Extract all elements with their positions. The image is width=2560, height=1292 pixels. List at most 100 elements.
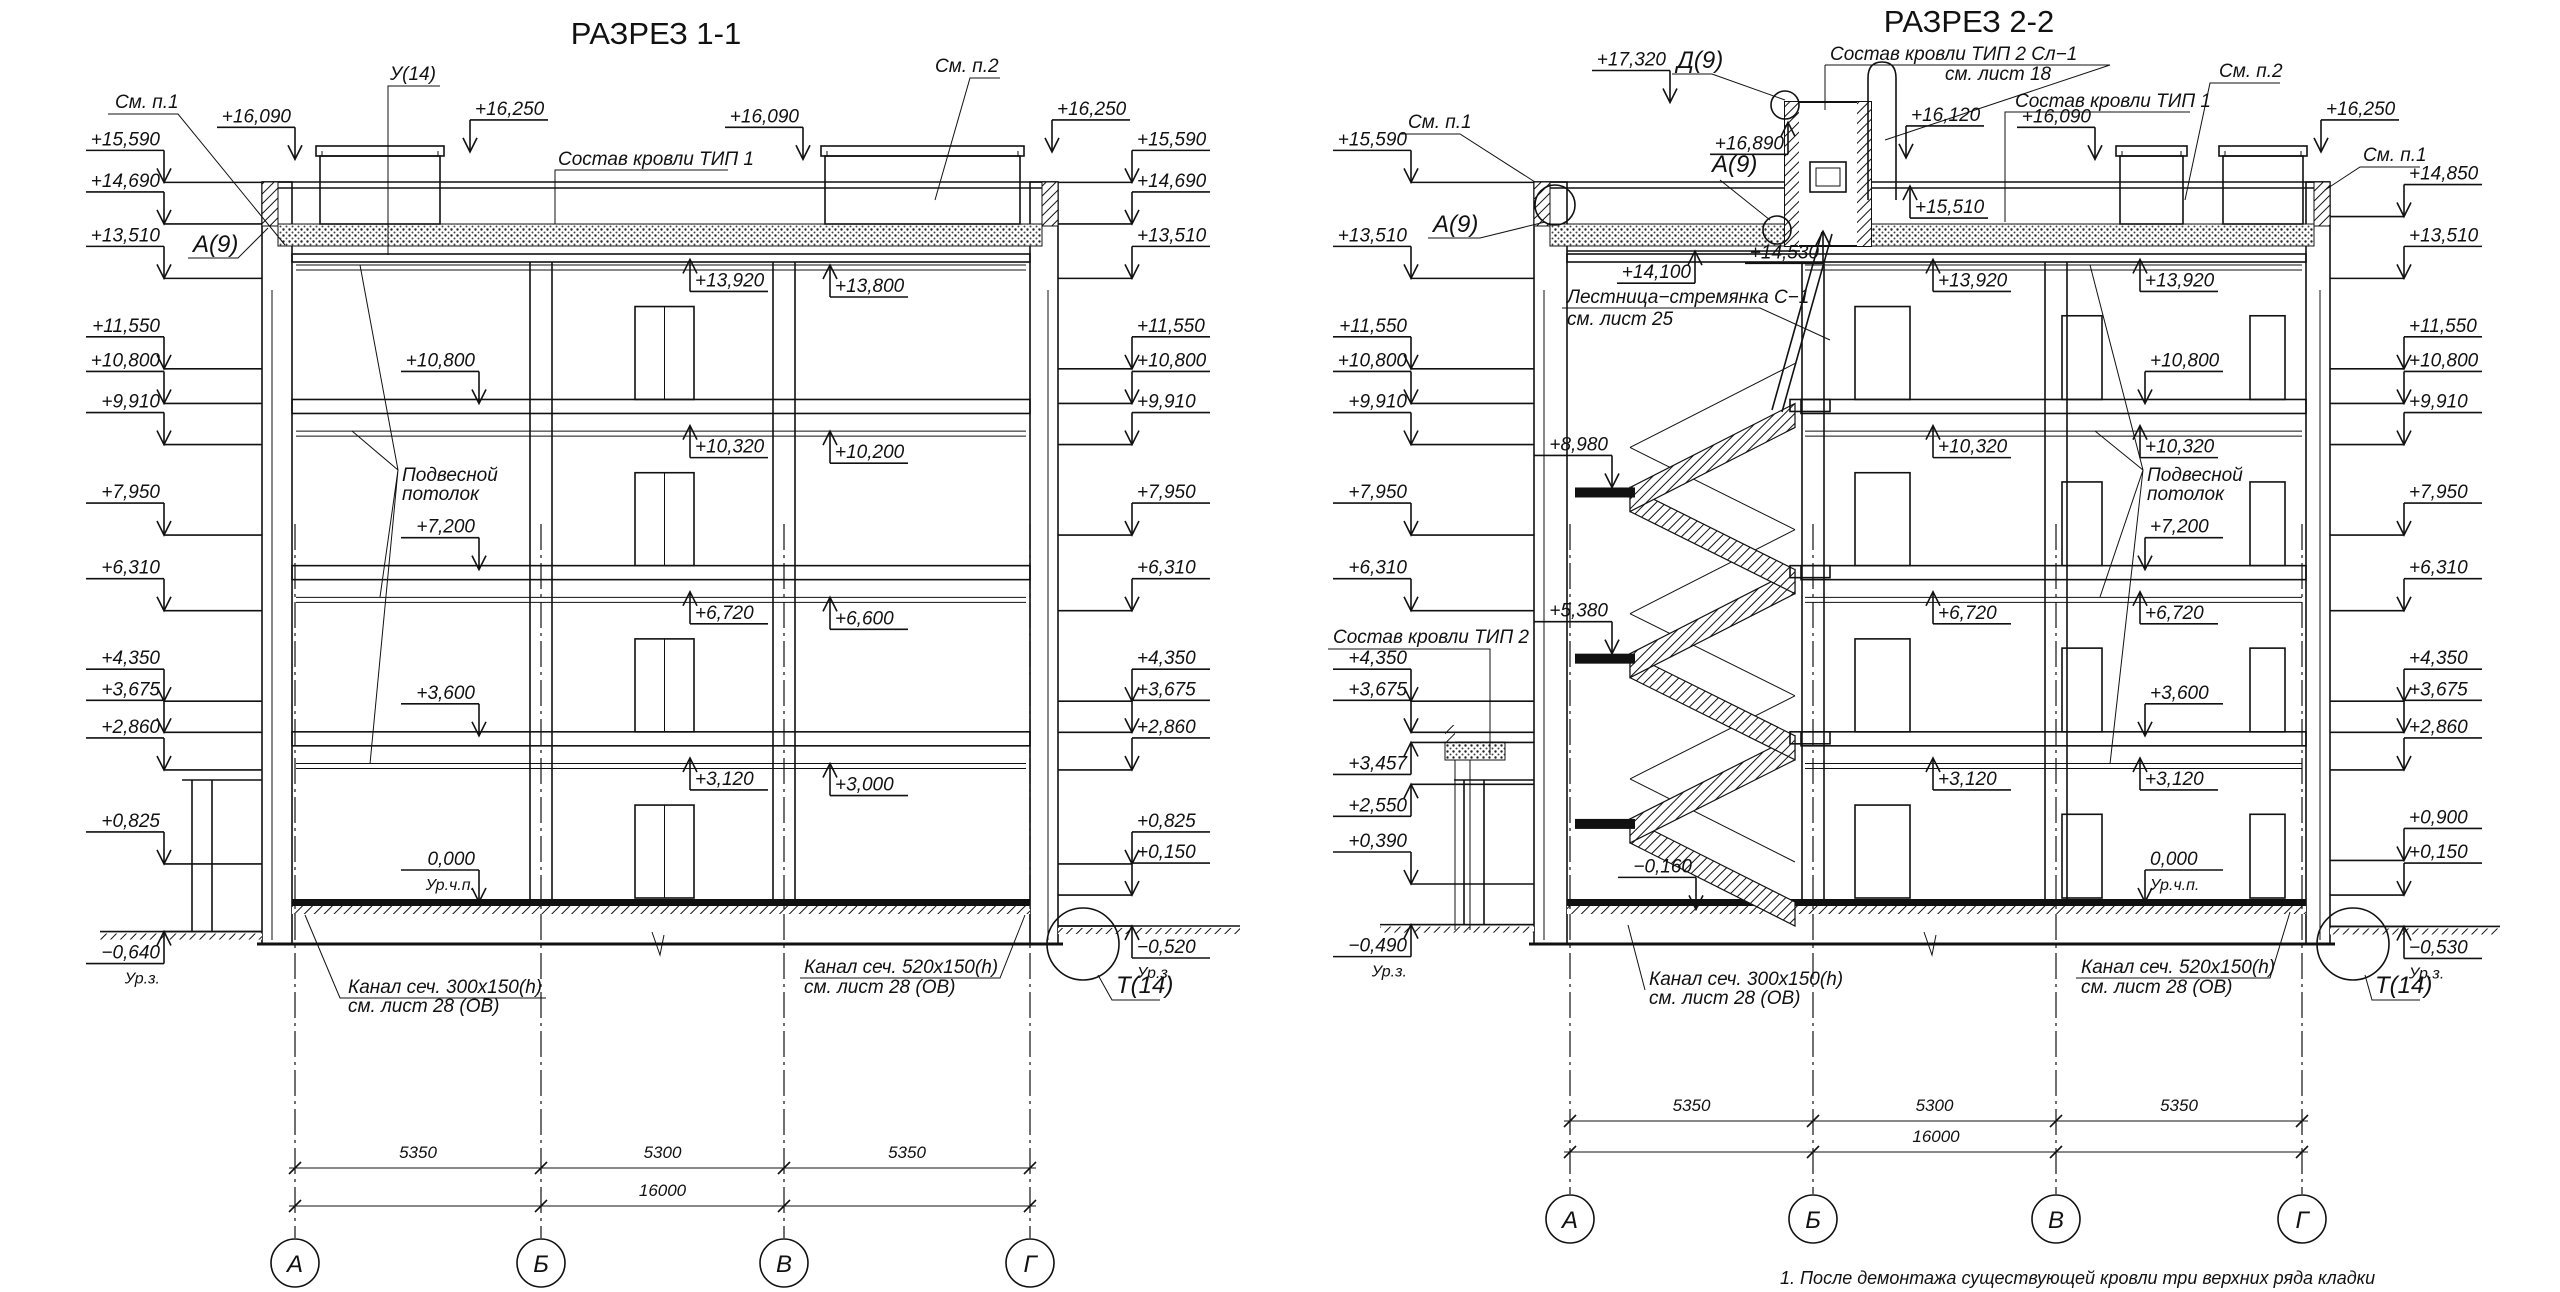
elevation-mark: +9,910 [2330,392,2482,447]
elevation-label: +15,590 [1338,129,1408,150]
elevation-label: +7,950 [101,482,160,503]
vent-cap-line [321,151,439,156]
suspended-ceiling [296,763,1026,770]
elevation-mark: +13,510 [1058,225,1210,281]
elevation-mark: −0,160 [1618,856,1704,912]
floor-slab [1800,398,2307,415]
note-channel2-line1: Канал сеч. 520х150(h) [804,957,998,978]
section-2-title: РАЗРЕЗ 2-2 [1884,4,2054,39]
floor-slab [1800,731,2307,747]
floor-slab [1800,564,2307,581]
note-a9: А(9) [191,231,238,258]
arrow-down-icon [1403,168,1419,185]
elevation-label: +6,310 [1137,558,1196,579]
elevation-mark: +6,310 [1333,558,1534,613]
elevation-mark: +15,590 [86,129,262,185]
note-channel2-line1: Канал сеч. 520х150(h) [2081,957,2275,978]
elevation-mark: +10,800 [1333,350,1534,406]
elevation-mark: +7,950 [2330,482,2482,537]
elevation-mark: +2,860 [1058,717,1210,772]
elevation-label: −0,160 [1633,856,1692,877]
section-2-notes: Д(9) Состав кровли ТИП 2 Сл−1 см. лист 1… [1328,44,2432,1009]
elevation-mark: +10,200 [822,429,908,464]
elevation-mark: +3,457 [1333,740,1534,776]
elevation-label: +0,825 [101,811,160,832]
elevation-label: +10,320 [2145,437,2215,458]
arrow-down-icon [1688,895,1704,912]
elevation-mark: +11,550 [86,316,262,371]
elevation-label: +16,250 [1057,99,1127,120]
ground-hatch-right [1058,928,1240,935]
elevation-mark: +9,910 [1058,392,1210,447]
elevation-label: +14,530 [1750,242,1820,263]
elevation-label: +15,590 [1137,129,1207,150]
elevation-sublabel: Ур.з. [2408,965,2444,982]
dimension-total: 16000 [1912,1127,1960,1146]
elevation-label: +5,380 [1549,601,1608,622]
elevation-label: +4,350 [1137,648,1196,669]
elevation-label: +3,457 [1348,753,1408,774]
arrow-up-icon [1815,229,1831,246]
note-channel2-line2: см. лист 28 (ОВ) [2081,977,2233,998]
elevation-label: +16,250 [2326,99,2396,120]
axis-bubble [1545,1194,1595,1244]
roof-insulation [277,223,1043,247]
elevation-mark: +7,950 [86,482,262,537]
note-d9: Д(9) [1674,47,1723,74]
elevation-mark: +13,510 [2330,225,2482,281]
note-ceiling-line2: потолок [402,484,480,505]
elevation-label: +7,200 [416,517,475,538]
elevation-label: +6,310 [2409,558,2468,579]
elevation-mark: +3,120 [1925,756,2011,791]
elevation-label: +13,920 [1938,270,2008,291]
elevation-mark: +0,825 [86,811,262,866]
floor-slab [291,731,1031,747]
arrow-down-icon [1662,88,1678,105]
elevation-mark: +7,200 [401,517,487,572]
ground-hatch-right [2330,928,2500,935]
vent-cap [820,145,1025,157]
door [2249,813,2286,899]
elevation-label: 0,000 [2150,849,2198,870]
vent-cap-line [2224,151,2302,156]
elevation-mark: +16,120 [1898,105,1984,160]
elevation-label: +4,350 [101,648,160,669]
floor-hatch [292,906,1030,914]
elevation-mark: +15,590 [1058,129,1210,185]
break-mark [1923,931,1937,957]
note-channel1-line2: см. лист 28 (ОВ) [348,996,500,1017]
elevation-label: +3,675 [2409,679,2468,700]
canopy-column [1454,760,1471,930]
note-a9-left: А(9) [1431,211,1478,238]
axis-label: В [776,1251,792,1278]
dimension-span: 5300 [644,1143,682,1162]
elevation-label: +0,825 [1137,811,1196,832]
elevation-label: +16,090 [730,106,800,127]
elevation-mark: +4,350 [1333,648,1534,703]
arrow-down-icon [795,144,811,162]
roof-exit-handrail [1867,61,1897,200]
elevation-mark: +13,800 [822,263,908,298]
axis-bubble [2031,1194,2081,1244]
elevation-mark: +6,720 [1925,590,2011,625]
stair-flight [1629,652,1796,761]
elevation-mark: +0,150 [1058,842,1210,897]
elevation-mark: +11,550 [1333,316,1534,371]
elevation-label: +0,150 [1137,842,1196,863]
note-see-p1: См. п.1 [115,92,179,113]
note-a9-upper: А(9) [1710,151,1757,178]
axis-label: Г [1023,1251,1038,1278]
interior-wall [772,262,796,902]
elevation-mark: +6,720 [2132,590,2218,625]
elevation-label: +14,690 [1137,171,1207,192]
suspended-ceiling [1805,430,2302,437]
dimension-span: 5300 [1916,1096,1954,1115]
stair-landing [1789,564,1831,579]
elevation-label: +6,720 [2145,603,2204,624]
elevation-label: 0,000 [427,849,475,870]
elevation-label: +7,950 [1348,482,1407,503]
elevation-mark: +6,310 [1058,558,1210,613]
